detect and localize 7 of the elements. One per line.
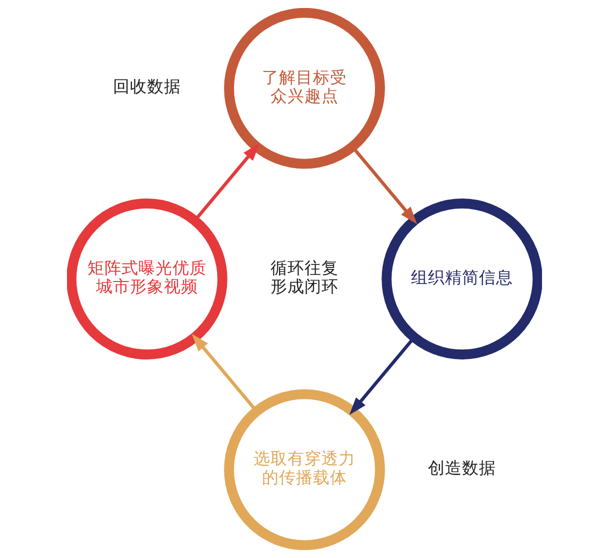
label: 创造数据: [428, 458, 496, 478]
label: 回收数据: [112, 77, 180, 96]
node-circle: 选取有穿透力的传播载体: [224, 389, 384, 550]
node-circle: 了解目标受众兴趣点: [224, 8, 384, 169]
node-circle: 组织精简信息: [381, 198, 542, 360]
node-circle: 矩阵式曝光优质城市形象视频: [66, 198, 227, 360]
label: 循环往复形成闭环: [270, 258, 338, 296]
